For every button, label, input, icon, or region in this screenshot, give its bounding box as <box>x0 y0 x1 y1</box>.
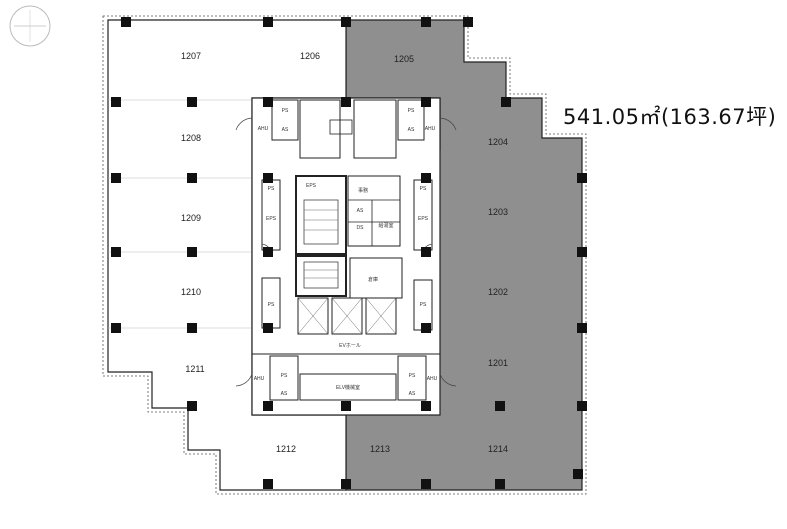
unit-label-1201: 1201 <box>488 358 508 368</box>
unit-label-1204: 1204 <box>488 137 508 147</box>
column <box>495 401 505 411</box>
column <box>573 469 583 479</box>
ahu-top-left-label: AHU <box>258 126 269 132</box>
ps-right-label: PS <box>420 186 427 192</box>
column <box>187 247 197 257</box>
column <box>577 401 587 411</box>
column <box>121 17 131 27</box>
core-block <box>251 97 441 416</box>
floor-area-label: 541.05㎡(163.67坪) <box>563 105 777 129</box>
ps-left-lower-label: PS <box>268 302 275 308</box>
eps-left-label: EPS <box>266 216 277 222</box>
column <box>263 323 273 333</box>
column <box>187 97 197 107</box>
column <box>111 173 121 183</box>
column <box>495 479 505 489</box>
unit-label-1208: 1208 <box>181 133 201 143</box>
unit-label-1206: 1206 <box>300 51 320 61</box>
unit-label-1213: 1213 <box>370 444 390 454</box>
column <box>341 479 351 489</box>
column <box>577 173 587 183</box>
unit-label-1205: 1205 <box>394 54 414 64</box>
column <box>263 401 273 411</box>
column <box>263 247 273 257</box>
column <box>421 479 431 489</box>
kitchen-label: 給湯室 <box>378 222 393 229</box>
unit-label-1211: 1211 <box>185 364 204 374</box>
column <box>341 17 351 27</box>
column <box>421 323 431 333</box>
column <box>577 247 587 257</box>
column <box>187 323 197 333</box>
column <box>463 17 473 27</box>
ps-right-lower-label: PS <box>420 302 427 308</box>
as-top-left-label: AS <box>282 127 289 133</box>
ps-bottom-left-label: PS <box>281 373 288 379</box>
ps-top-left-label: PS <box>282 108 289 114</box>
eps-label: EPS <box>306 183 317 189</box>
ev-hall-label: EVホール <box>339 343 361 349</box>
column <box>421 247 431 257</box>
column <box>501 97 511 107</box>
column <box>577 323 587 333</box>
column <box>263 17 273 27</box>
unit-label-1212: 1212 <box>276 444 296 454</box>
as-bottom-left-label: AS <box>281 391 288 397</box>
column <box>111 323 121 333</box>
ps-top-right-label: PS <box>408 108 415 114</box>
unit-label-1202: 1202 <box>488 287 508 297</box>
outer-perimeter <box>102 15 587 495</box>
compass-icon <box>9 5 51 47</box>
column <box>263 173 273 183</box>
elv-machine-label: ELV機械室 <box>336 384 360 391</box>
ds-label: DS <box>357 225 365 231</box>
as-top-right-label: AS <box>408 127 415 133</box>
grid-lines <box>108 99 252 329</box>
unit-label-1209: 1209 <box>181 213 201 223</box>
eps-right-label: EPS <box>418 216 429 222</box>
column <box>421 97 431 107</box>
unit-label-1203: 1203 <box>488 207 508 217</box>
unit-label-1207: 1207 <box>181 51 201 61</box>
ahu-top-right-label: AHU <box>425 126 436 132</box>
column <box>421 401 431 411</box>
column <box>263 479 273 489</box>
office-label: 事務 <box>358 187 368 194</box>
ps-bottom-right-label: PS <box>409 373 416 379</box>
column <box>187 401 197 411</box>
column <box>111 247 121 257</box>
column <box>111 97 121 107</box>
ahu-bottom-right-label: AHU <box>427 376 438 382</box>
unit-label-1210: 1210 <box>181 287 201 297</box>
ahu-bottom-left-label: AHU <box>254 376 265 382</box>
unit-label-1214: 1214 <box>488 444 508 454</box>
column <box>341 401 351 411</box>
ps-left-label: PS <box>268 186 275 192</box>
structural-columns <box>111 17 587 489</box>
column <box>421 173 431 183</box>
storage-label: 倉庫 <box>368 276 378 283</box>
column <box>421 17 431 27</box>
as-bottom-right-label: AS <box>409 391 416 397</box>
column <box>341 97 351 107</box>
column <box>263 97 273 107</box>
column <box>187 173 197 183</box>
as-label: AS <box>357 208 364 214</box>
